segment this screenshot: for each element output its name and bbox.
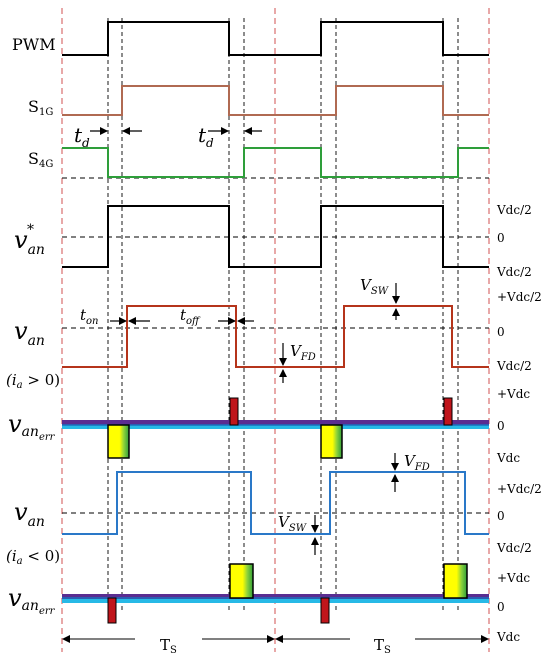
rlabel-vref-bot: Vdc/2: [496, 265, 532, 279]
label-td-2: td: [198, 123, 214, 150]
label-vref: van*: [14, 222, 45, 258]
rlabel-err2-top: +Vdc: [497, 571, 530, 585]
error-spike-neg-2: [320, 597, 330, 624]
label-pwm: PWM: [12, 35, 56, 54]
error-pulse-pos-1: [229, 563, 254, 599]
label-condition-negative: (ia < 0): [6, 547, 60, 567]
label-vanerr-1: vanerr: [8, 410, 56, 443]
label-toff: toff: [180, 306, 201, 327]
rlabel-van2-bot: Vdc/2: [496, 541, 532, 555]
rlabel-err2-mid: 0: [497, 600, 505, 614]
rlabel-err2-bot: Vdc: [496, 630, 520, 644]
label-vanerr-2: vanerr: [8, 584, 56, 617]
label-van-1: van: [14, 317, 45, 349]
rlabel-van1-top: +Vdc/2: [497, 290, 542, 304]
label-ton: ton: [80, 306, 99, 327]
error-pulse-pos-2: [443, 563, 468, 599]
period-boundaries: [61, 8, 490, 652]
s4g-waveform: [62, 147, 489, 178]
right-value-labels: Vdc/2 0 Vdc/2 +Vdc/2 0 Vdc/2 +Vdc 0 Vdc …: [496, 203, 542, 644]
switching-guides: [107, 18, 459, 612]
rlabel-err1-mid: 0: [497, 419, 505, 433]
s1g-waveform: [62, 85, 489, 116]
rlabel-err1-bot: Vdc: [496, 451, 520, 465]
vref-waveform: [62, 205, 489, 268]
error-spike-pos-2: [443, 397, 453, 426]
rlabel-vref-top: Vdc/2: [496, 203, 532, 217]
label-td-1: td: [74, 123, 90, 150]
rlabel-vref-mid: 0: [497, 231, 505, 245]
label-vfd-2: VFD: [404, 452, 430, 473]
rlabel-van2-mid: 0: [497, 509, 505, 523]
label-vsw-2: VSW: [278, 513, 307, 534]
label-ts-1: TS: [160, 636, 177, 656]
rlabel-van1-bot: Vdc/2: [496, 359, 532, 373]
label-van-2: van: [14, 498, 45, 530]
error-spike-neg-1: [107, 597, 117, 624]
label-vfd-1: VFD: [290, 342, 316, 363]
pwm-waveform: [62, 21, 489, 56]
label-condition-positive: (ia > 0): [6, 371, 60, 391]
error-pulse-neg-1: [107, 424, 130, 459]
rlabel-err1-top: +Vdc: [497, 387, 530, 401]
van-positive-current-waveform: [62, 305, 489, 368]
label-ts-2: TS: [374, 636, 391, 656]
rlabel-van2-top: +Vdc/2: [497, 482, 542, 496]
label-s1g: S1G: [28, 97, 53, 118]
error-waveform-1: [62, 397, 489, 459]
van-negative-current-waveform: [62, 471, 489, 535]
label-s4g: S4G: [28, 149, 53, 170]
label-vsw-1: VSW: [360, 276, 389, 297]
error-spike-pos-1: [229, 397, 239, 426]
error-pulse-neg-2: [320, 424, 343, 459]
error-waveform-2: [62, 563, 489, 624]
rlabel-van1-mid: 0: [497, 325, 505, 339]
